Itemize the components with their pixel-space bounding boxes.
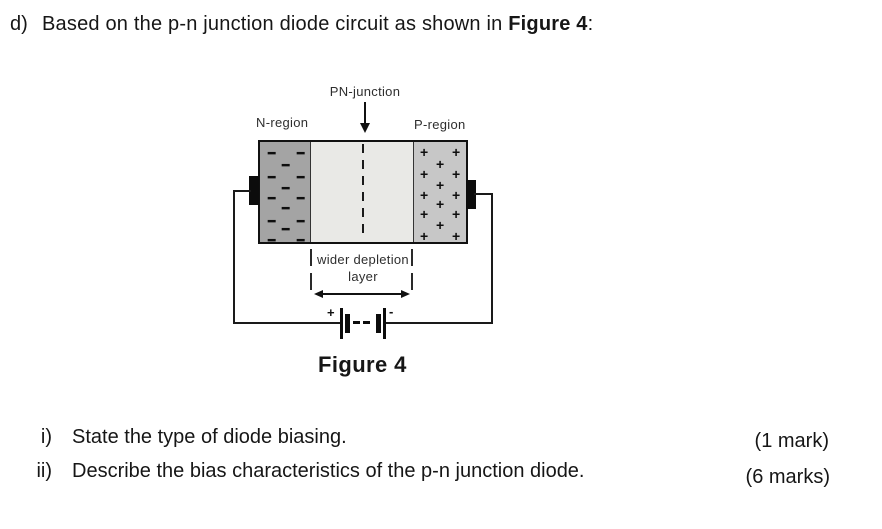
battery-negative-plate-icon	[383, 308, 386, 339]
minus-charge-icon: −	[296, 187, 306, 212]
arrowhead-right-icon	[401, 290, 410, 298]
wire-right-horizontal	[474, 193, 493, 195]
minus-charge-icon: −	[267, 142, 277, 167]
p-region-label: P-region	[414, 117, 466, 132]
minus-charge-icon: −	[281, 218, 291, 243]
minus-charge-icon: −	[267, 210, 277, 235]
battery-dash-icon	[353, 321, 360, 324]
question-ii-numeral: ii)	[36, 460, 52, 482]
battery-negative-sign: -	[389, 304, 394, 319]
plus-charge-icon: +	[420, 166, 429, 182]
question-ii-marks: (6 marks)	[745, 466, 830, 488]
depletion-label-line2: layer	[348, 269, 378, 284]
minus-charge-icon: −	[296, 166, 306, 191]
plus-charge-icon: +	[420, 206, 429, 222]
n-region-label: N-region	[256, 115, 309, 130]
minus-charge-icon: −	[296, 142, 306, 167]
pn-junction-arrow-line	[364, 102, 366, 124]
wire-right-vertical	[491, 193, 493, 324]
figure-caption: Figure 4	[318, 352, 407, 377]
arrowhead-left-icon	[314, 290, 323, 298]
battery-dash-icon	[363, 321, 370, 324]
minus-charge-icon: −	[281, 197, 291, 222]
plus-charge-icon: +	[452, 228, 461, 244]
left-electrode	[249, 176, 259, 205]
right-electrode	[466, 180, 476, 209]
pn-junction-label: PN-junction	[329, 84, 401, 99]
minus-charge-icon: −	[281, 177, 291, 202]
n-region-fill: −−−−−−−−−−−−−−	[260, 142, 311, 253]
depletion-right-tick	[411, 249, 413, 291]
wire-left-vertical	[233, 190, 235, 324]
question-i-marks: (1 mark)	[754, 430, 829, 452]
pn-junction-arrowhead-icon	[360, 123, 370, 133]
question-intro: Based on the p-n junction diode circuit …	[42, 13, 593, 36]
question-intro-text: Based on the p-n junction diode circuit …	[42, 13, 509, 35]
wire-left-horizontal	[233, 190, 251, 192]
depletion-region-fill	[311, 142, 413, 242]
battery-cell-right-plate-icon	[376, 314, 381, 333]
minus-charge-icon: −	[267, 229, 277, 254]
wire-bottom-right	[385, 322, 493, 324]
plus-charge-icon: +	[452, 166, 461, 182]
plus-charge-icon: +	[452, 187, 461, 203]
minus-charge-icon: −	[296, 229, 306, 254]
depletion-width-arrow	[320, 293, 404, 295]
minus-charge-icon: −	[267, 166, 277, 191]
question-letter: d)	[10, 13, 28, 35]
figure-reference: Figure 4	[508, 13, 588, 35]
plus-charge-icon: +	[436, 177, 445, 193]
junction-dashed-line	[362, 144, 364, 238]
minus-charge-icon: −	[296, 210, 306, 235]
wire-bottom-left	[233, 322, 341, 324]
plus-charge-icon: +	[436, 196, 445, 212]
question-i-text: State the type of diode biasing.	[72, 426, 347, 448]
plus-charge-icon: +	[452, 206, 461, 222]
plus-charge-icon: +	[420, 228, 429, 244]
battery-cell-left-plate-icon	[345, 314, 350, 333]
battery-positive-sign: +	[327, 305, 335, 320]
question-ii-text: Describe the bias characteristics of the…	[72, 460, 585, 482]
question-intro-suffix: :	[587, 13, 594, 35]
diode-body: −−−−−−−−−−−−−− ++++++++++++++	[258, 140, 468, 253]
p-region-fill: + + + + + + + + + + + + + +	[413, 142, 466, 244]
question-i-numeral: i)	[40, 426, 52, 448]
depletion-label-line1: wider depletion	[317, 252, 409, 267]
plus-charge-icon: +	[420, 187, 429, 203]
plus-charge-icon: +	[436, 156, 445, 172]
minus-charge-icon: −	[267, 187, 277, 212]
depletion-left-tick	[310, 249, 312, 291]
minus-charge-icon: −	[281, 154, 291, 179]
battery-positive-plate-icon	[340, 308, 343, 339]
plus-charge-icon: +	[452, 144, 461, 160]
plus-charge-icon: +	[436, 217, 445, 233]
plus-charge-icon: +	[420, 144, 429, 160]
